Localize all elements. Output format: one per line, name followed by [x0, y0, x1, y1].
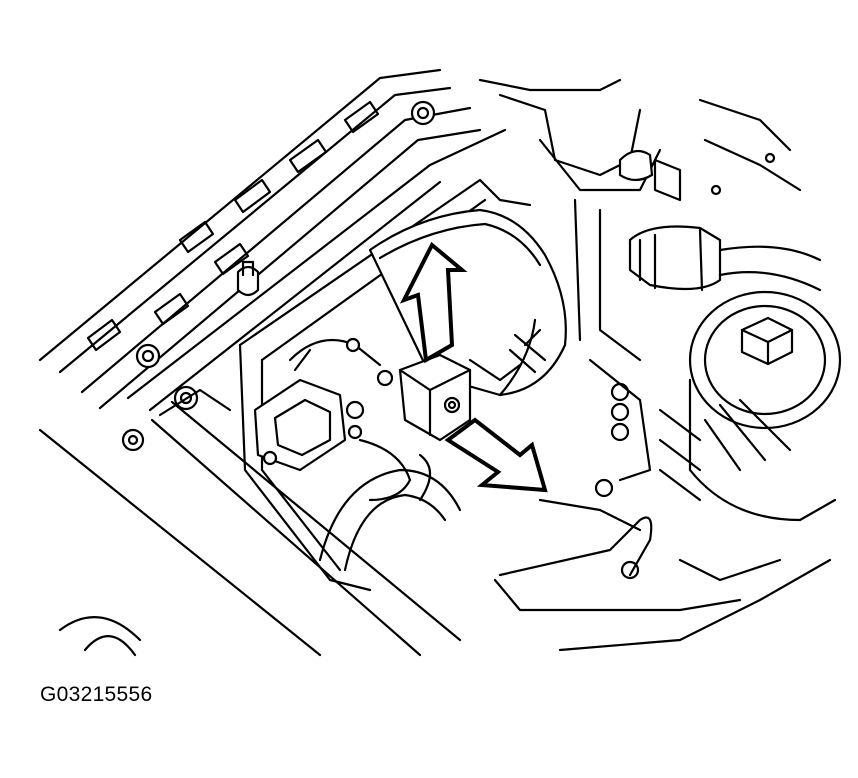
- lower-tray: [493, 498, 832, 652]
- figure-id-label: G03215556: [40, 683, 153, 706]
- engine-bay-illustration: [38, 68, 842, 657]
- upper-radiator-support: [38, 68, 507, 412]
- lamp-housing: [238, 178, 532, 592]
- up-arrow-icon: [399, 241, 468, 364]
- mounting-bracket: [253, 337, 432, 502]
- connector-block: [398, 353, 472, 442]
- filter-housing: [658, 290, 842, 522]
- lower-frame-rail: [38, 388, 462, 657]
- lamp-unit: [368, 208, 567, 397]
- engine-components-right: [478, 78, 822, 362]
- bracket-bolts: [588, 358, 652, 580]
- outward-arrow-icon: [444, 417, 548, 493]
